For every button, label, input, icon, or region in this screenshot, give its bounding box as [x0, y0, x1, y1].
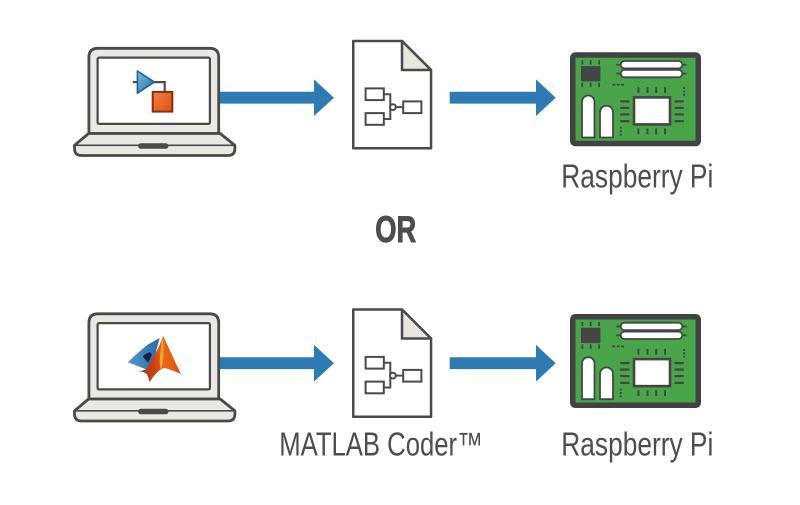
svg-text:MATLAB Coder™: MATLAB Coder™ [279, 426, 483, 463]
svg-text:Raspberry Pi: Raspberry Pi [561, 426, 713, 463]
svg-text:OR: OR [375, 209, 416, 250]
svg-text:Raspberry Pi: Raspberry Pi [561, 158, 713, 195]
